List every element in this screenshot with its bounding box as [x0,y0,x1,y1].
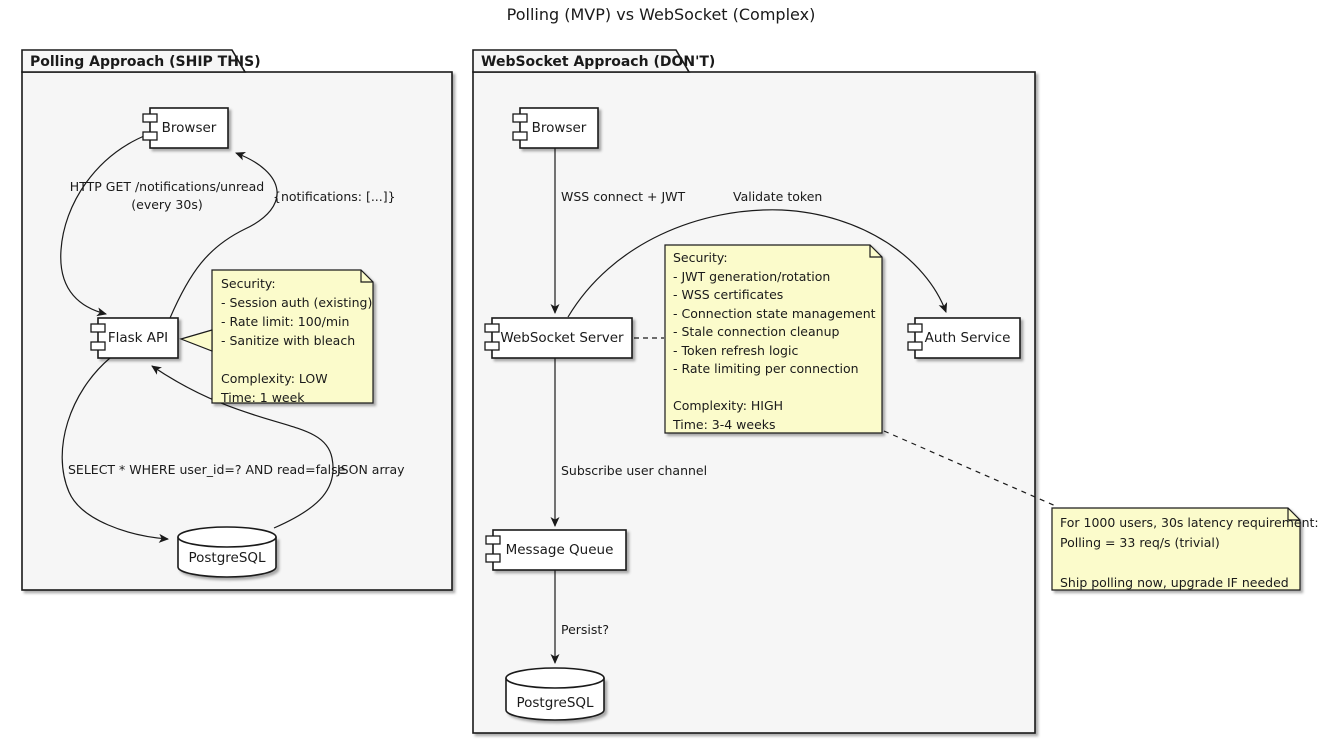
edge-label-subscribe-channel: Subscribe user channel [561,463,708,478]
diagram-title: Polling (MVP) vs WebSocket (Complex) [506,5,816,24]
note-fold-corner [1287,508,1300,521]
component-label-browser-websocket: Browser [531,120,587,136]
note-line: Complexity: LOW [221,371,328,386]
component-label-message-queue: Message Queue [505,542,614,558]
note-line [221,350,372,369]
note-line: - Session auth (existing) [221,295,373,310]
database-postgresql-websocket [505,667,605,721]
component-label-auth-service: Auth Service [924,330,1011,346]
component-flask-api [90,317,179,359]
edge-label-persist: Persist? [561,622,609,637]
note-line [1060,553,1319,573]
note-line: Security: [673,250,728,265]
edge-flask-to-browser [169,151,278,319]
note-verdict [1051,507,1301,591]
edge-label-notifications-response: {notifications: [...]} [273,189,396,204]
component-label-websocket-server: WebSocket Server [500,330,624,346]
component-label-browser-polling: Browser [161,120,217,136]
database-label-postgresql-websocket: PostgreSQL [516,695,594,711]
package-polling-tab [21,49,247,73]
note-line: For 1000 users, 30s latency requirement: [1060,515,1319,530]
note-line: - Rate limit: 100/min [221,314,350,329]
component-browser-polling [142,107,229,149]
component-auth-service [907,317,1021,359]
component-message-queue [485,529,627,571]
database-label-postgresql-polling: PostgreSQL [188,550,266,566]
note-line: Polling = 33 req/s (trivial) [1060,535,1220,550]
edge-note-to-verdict-note [883,430,1059,508]
edge-label-select-query: SELECT * WHERE user_id=? AND read=false [68,462,346,477]
package-websocket-tab [472,49,691,73]
component-icon [484,323,500,351]
database-postgresql-polling [177,526,277,578]
note-fold-corner [360,270,373,283]
note-verdict-text: For 1000 users, 30s latency requirement:… [1060,513,1319,593]
component-icon [90,323,106,351]
edge-label-wss-connect: WSS connect + JWT [561,189,686,204]
component-icon [907,323,923,351]
package-websocket-title: WebSocket Approach (DON'T) [481,54,716,70]
note-websocket-security-text: Security: - JWT generation/rotation - WS… [673,249,876,434]
note-line: - Stale connection cleanup [673,324,840,339]
note-polling-security-text: Security: - Session auth (existing) - Ra… [221,274,372,407]
note-line: Time: 3-4 weeks [673,416,776,432]
note-line: - WSS certificates [673,287,784,302]
component-icon [485,535,501,563]
note-fold-corner [869,245,882,258]
package-polling-title: Polling Approach (SHIP THIS) [30,54,261,70]
edge-label-validate-token: Validate token [733,189,823,204]
edge-postgres-to-flask [151,365,334,529]
note-line: Time: 1 week [221,390,305,405]
component-icon [512,113,528,141]
edge-flask-to-postgres [61,357,169,543]
edge-label-json-array: JSON array [337,462,405,477]
note-line: - JWT generation/rotation [673,268,831,284]
component-label-flask-api: Flask API [107,330,169,346]
component-browser-websocket [512,107,599,149]
note-polling-security [179,269,374,404]
note-line: - Sanitize with bleach [221,333,356,348]
edge-label-every-30s: (every 30s) [131,197,203,212]
note-line: - Token refresh logic [673,342,799,358]
edge-websocket-to-auth [567,209,948,318]
note-line: Ship polling now, upgrade IF needed [1060,575,1289,590]
note-line: - Rate limiting per connection [673,361,859,376]
note-pointer [179,329,213,352]
note-line: Complexity: HIGH [673,398,784,413]
note-line [673,379,876,398]
edge-browser-to-flask [60,133,150,317]
note-line: - Connection state management [673,305,876,321]
note-websocket-security [664,244,883,434]
edge-label-http-get: HTTP GET /notifications/unread [69,179,265,194]
note-line: Security: [221,276,276,291]
component-websocket-server [484,317,633,359]
component-icon [142,113,158,141]
